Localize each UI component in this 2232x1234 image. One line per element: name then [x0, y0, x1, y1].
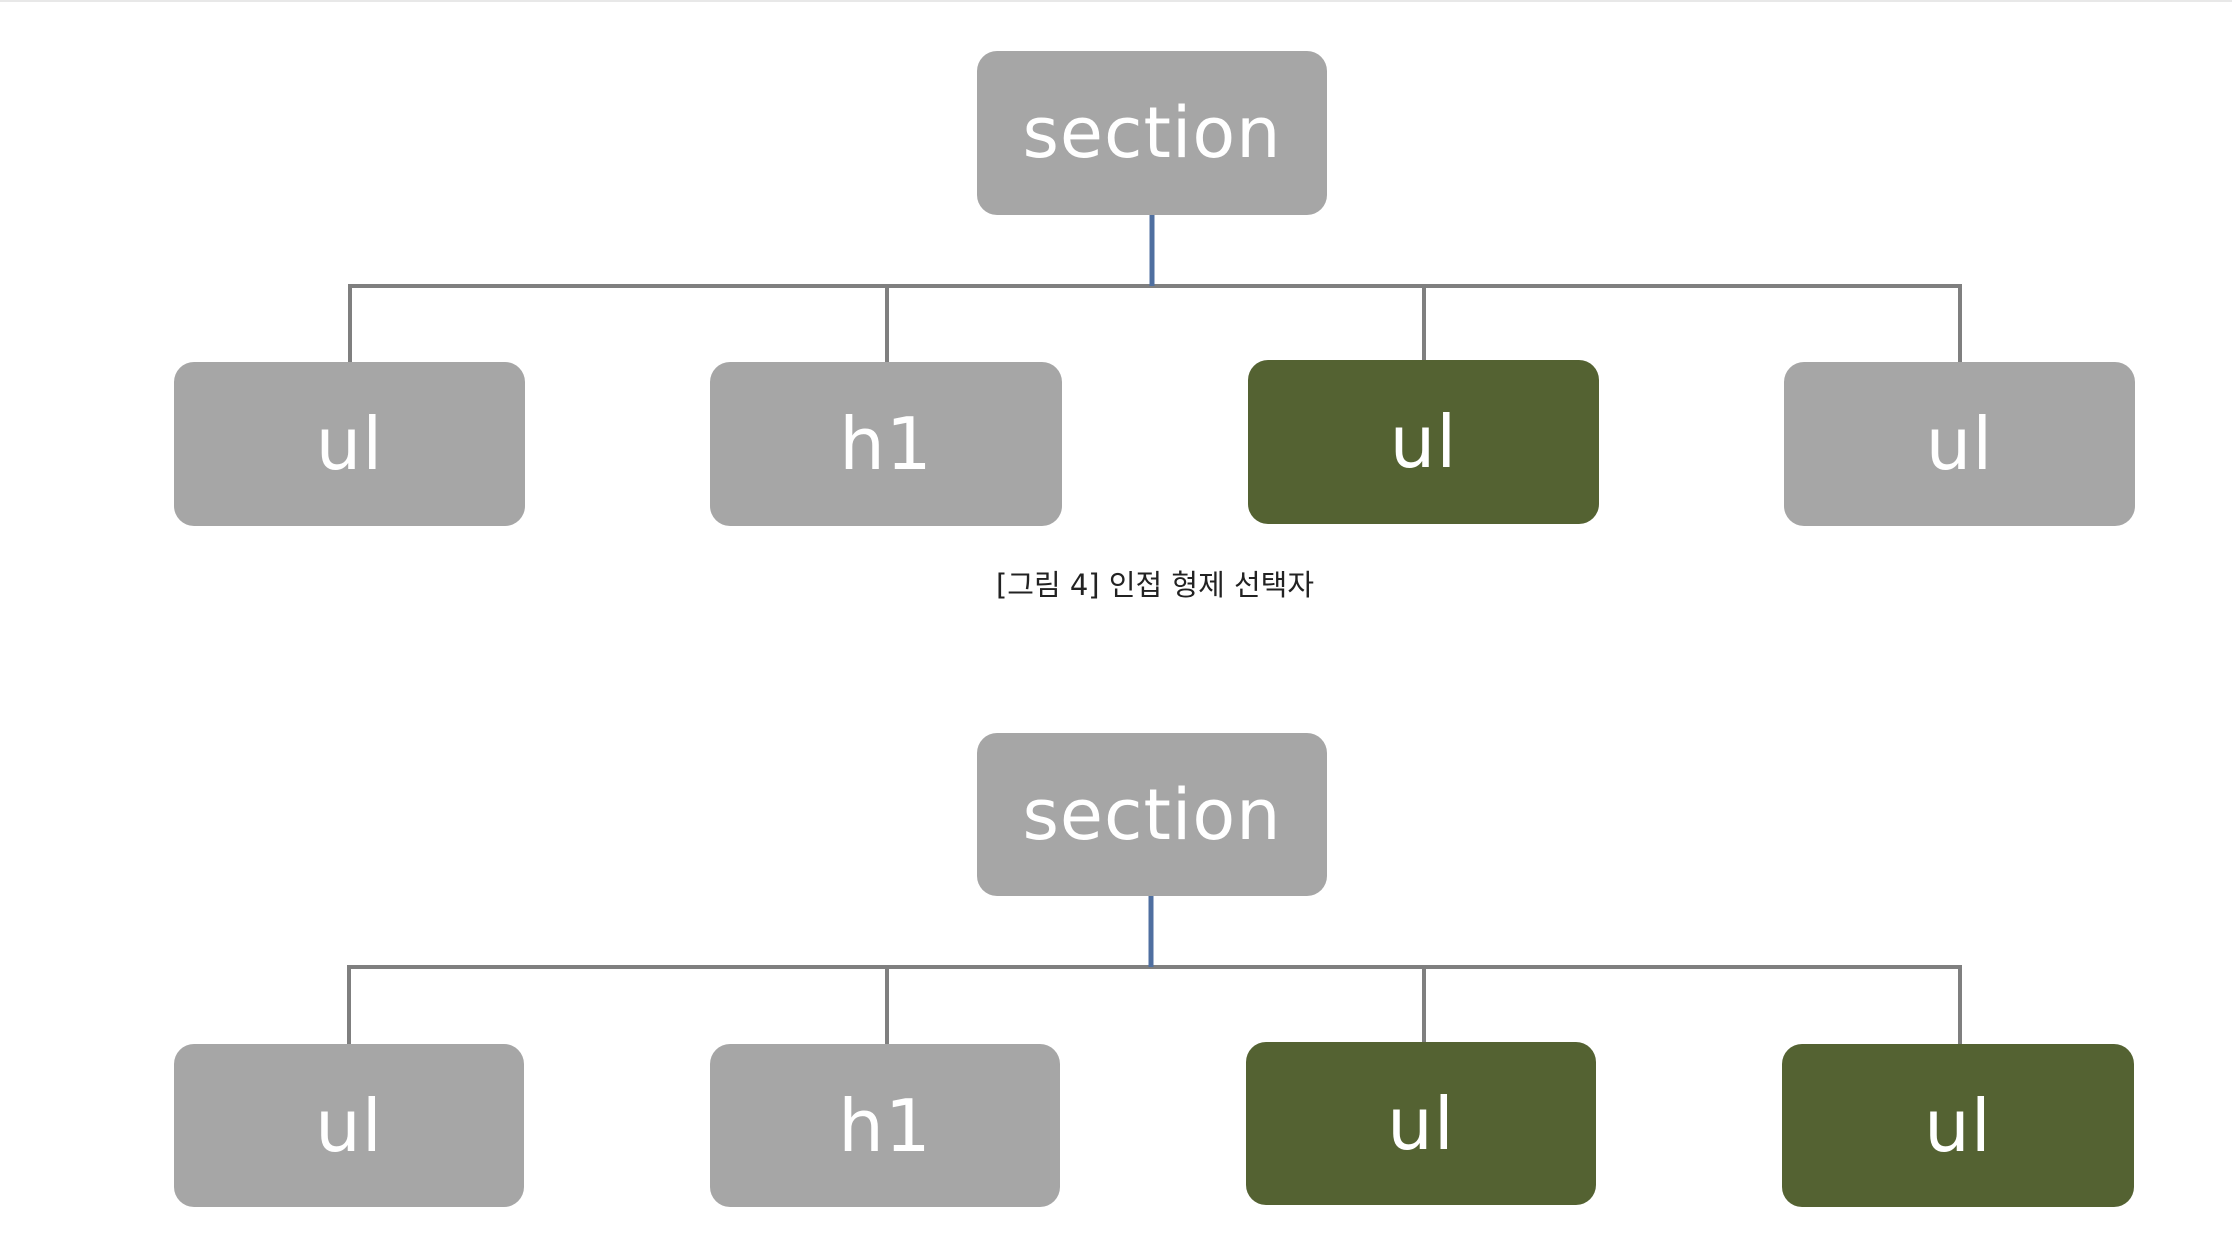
node-section: section [977, 733, 1327, 896]
node-h1: h1 [710, 1044, 1060, 1207]
node-ul-1: ul [174, 362, 525, 526]
figure-caption: [그림 4] 인접 형제 선택자 [995, 568, 1315, 602]
node-h1: h1 [710, 362, 1062, 526]
tree-connectors [348, 214, 1962, 362]
node-ul-4: ul [1784, 362, 2135, 526]
tree-diagram-general-sibling: section ul h1 ul ul [0, 680, 2232, 1234]
node-ul-selected-2: ul [1782, 1044, 2134, 1207]
tree-connectors [347, 895, 1962, 1044]
node-ul-selected-1: ul [1246, 1042, 1596, 1205]
node-ul-1: ul [174, 1044, 524, 1207]
top-border [0, 0, 2232, 2]
node-ul-selected: ul [1248, 360, 1599, 524]
node-section: section [977, 51, 1327, 215]
tree-diagram-adjacent-sibling: section ul h1 ul ul [그림 4] 인접 형제 선택자 [0, 0, 2232, 602]
